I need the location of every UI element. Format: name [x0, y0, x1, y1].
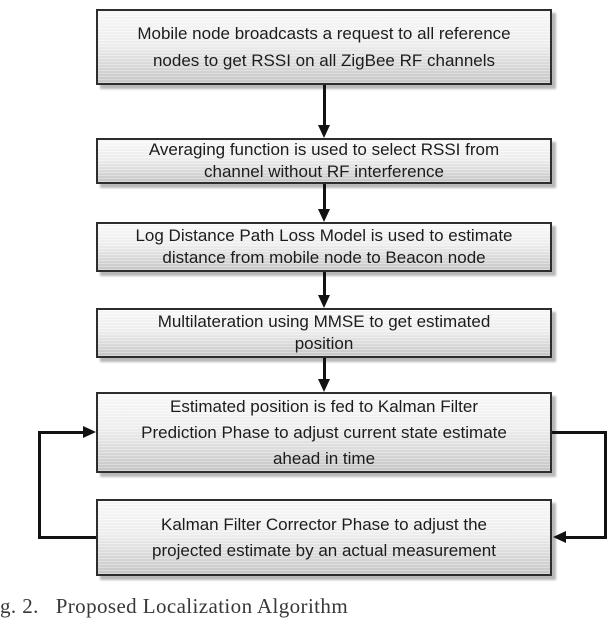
feedback-right-top-line [552, 431, 607, 434]
flow-box-text-line: Multilateration using MMSE to get estima… [157, 312, 491, 331]
flow-box-kalman-prediction: Estimated position is fed to Kalman Filt… [96, 392, 552, 473]
flow-box-text-line: nodes to get RSSI on all ZigBee RF chann… [152, 51, 496, 70]
flow-box-text-line: projected estimate by an actual measurem… [152, 540, 496, 560]
feedback-left-bottom-line [38, 536, 96, 539]
arrow-down-2 [317, 184, 331, 222]
figure-caption: g. 2. Proposed Localization Algorithm [0, 594, 349, 618]
feedback-right-bottom-line [566, 536, 607, 539]
arrow-stem [322, 272, 326, 295]
flow-box-kalman-corrector: Kalman Filter Corrector Phase to adjust … [96, 499, 552, 576]
flow-box-text-line: channel without RF interference [203, 162, 445, 181]
arrowhead-down-icon [318, 379, 330, 392]
flow-box-multilateration-mmse: Multilateration using MMSE to get estima… [96, 308, 552, 358]
arrow-down-1 [317, 85, 331, 138]
flow-box-text-line: Log Distance Path Loss Model is used to … [135, 226, 513, 245]
flow-box-text-line: Prediction Phase to adjust current state… [141, 422, 507, 442]
arrow-down-4 [317, 358, 331, 392]
flow-box-text-line: ahead in time [272, 448, 376, 468]
feedback-left-top-line [38, 431, 83, 434]
arrow-stem [322, 358, 326, 379]
feedback-left-vertical-line [38, 431, 41, 539]
feedback-right-vertical-line [604, 431, 607, 539]
arrowhead-down-icon [318, 125, 330, 138]
flow-box-log-distance-path-loss: Log Distance Path Loss Model is used to … [96, 222, 552, 272]
flow-box-text-line: position [294, 334, 354, 353]
flow-box-text-line: Estimated position is fed to Kalman Filt… [169, 396, 479, 416]
arrowhead-down-icon [318, 209, 330, 222]
flow-box-text-line: distance from mobile node to Beacon node [162, 248, 486, 267]
arrowhead-left-icon [553, 531, 566, 543]
arrowhead-right-icon [83, 426, 96, 438]
flow-box-averaging-function: Averaging function is used to select RSS… [96, 138, 552, 184]
arrowhead-down-icon [318, 295, 330, 308]
arrow-stem [322, 184, 326, 209]
flow-box-text-line: Mobile node broadcasts a request to all … [137, 24, 511, 43]
flow-box-text-line: Kalman Filter Corrector Phase to adjust … [161, 514, 487, 534]
flow-box-broadcast-request: Mobile node broadcasts a request to all … [96, 9, 552, 85]
arrow-down-3 [317, 272, 331, 308]
arrow-stem [322, 85, 326, 125]
flow-box-text-line: Averaging function is used to select RSS… [148, 140, 500, 159]
